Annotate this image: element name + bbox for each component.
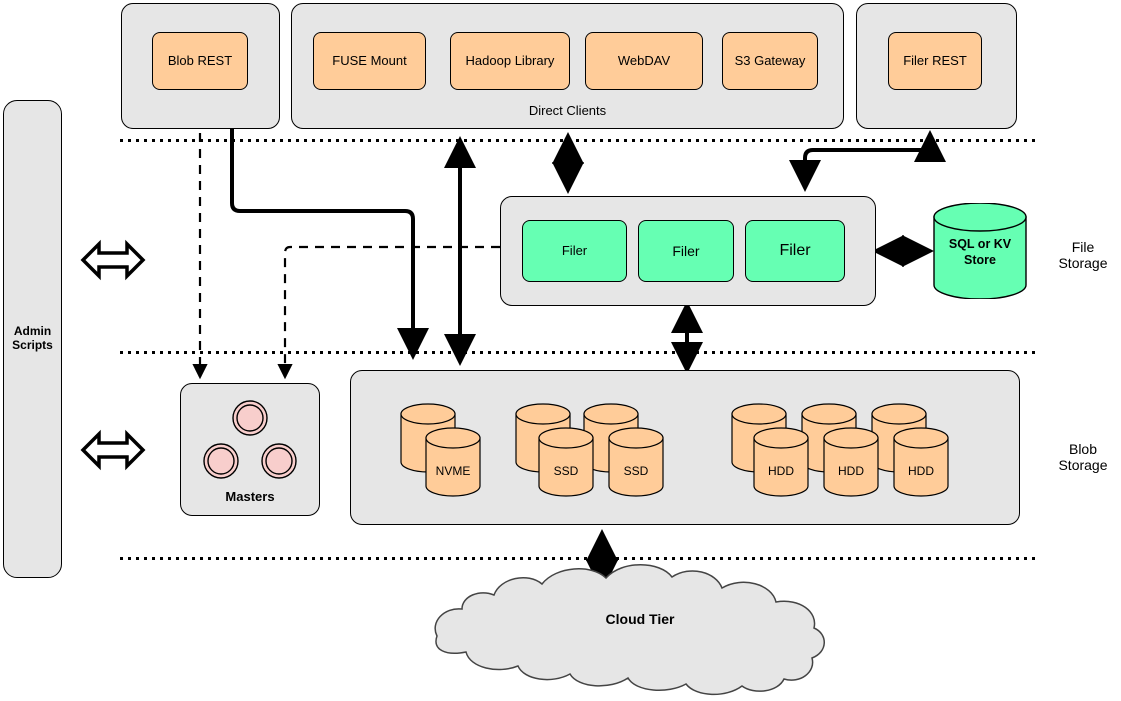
connector-filer-masters bbox=[277, 245, 500, 380]
file-storage-tier-label: File Storage bbox=[1048, 230, 1118, 280]
cloud-tier[interactable]: Cloud Tier bbox=[430, 565, 850, 700]
connector-blobrest-volumes bbox=[230, 128, 429, 360]
client-fuse-mount[interactable]: FUSE Mount bbox=[313, 32, 426, 90]
client-filer-rest[interactable]: Filer REST bbox=[888, 32, 982, 90]
nvme-label: NVME bbox=[435, 464, 471, 478]
client-hadoop-library[interactable]: Hadoop Library bbox=[450, 32, 570, 90]
filer-node-1[interactable]: Filer bbox=[522, 220, 627, 282]
master-node-2 bbox=[203, 443, 239, 479]
admin-scripts-box[interactable]: Admin Scripts bbox=[3, 100, 62, 578]
hdd-cylinder-front-3 bbox=[893, 427, 949, 497]
filer-node-3-label: Filer bbox=[779, 241, 811, 259]
metadata-store-label-line2: Store bbox=[964, 252, 996, 267]
masters-label: Masters bbox=[225, 489, 275, 504]
direct-clients-caption-text: Direct Clients bbox=[528, 102, 607, 118]
filer-node-2-label: Filer bbox=[672, 242, 700, 259]
master-node-3 bbox=[261, 443, 297, 479]
cloud-tier-label: Cloud Tier bbox=[605, 611, 675, 627]
filer-node-3[interactable]: Filer bbox=[745, 220, 845, 282]
blob-storage-tier-label: Blob Storage bbox=[1048, 432, 1118, 482]
ssd-label-1: SSD bbox=[553, 464, 579, 478]
filer-node-1-label: Filer bbox=[561, 242, 588, 258]
hdd-group[interactable]: HDD HDD HDD bbox=[728, 400, 963, 500]
client-blob-rest[interactable]: Blob REST bbox=[152, 32, 248, 90]
ssd-cylinder-front-2 bbox=[608, 427, 664, 497]
hdd-cylinder-front-2 bbox=[823, 427, 879, 497]
admin-scripts-label-line2: Scripts bbox=[12, 338, 53, 352]
filer-node-2[interactable]: Filer bbox=[638, 220, 734, 282]
file-storage-label-line2: Storage bbox=[1058, 255, 1108, 271]
metadata-store-cylinder bbox=[933, 202, 1027, 300]
admin-scripts-label-line1: Admin bbox=[13, 324, 52, 339]
ssd-cylinder-front-1 bbox=[538, 427, 594, 497]
client-webdav[interactable]: WebDAV bbox=[585, 32, 703, 90]
direct-clients-caption: Direct Clients bbox=[291, 102, 844, 120]
client-s3-gateway[interactable]: S3 Gateway bbox=[722, 32, 818, 90]
hdd-label-2: HDD bbox=[838, 464, 864, 478]
file-storage-label-line1: File bbox=[1071, 238, 1095, 255]
admin-blob-storage-arrow bbox=[80, 429, 146, 471]
connector-filerrest-filers bbox=[789, 130, 946, 192]
ssd-label-2: SSD bbox=[623, 464, 649, 478]
client-fuse-mount-label: FUSE Mount bbox=[332, 52, 407, 68]
client-webdav-label: WebDAV bbox=[617, 52, 671, 68]
metadata-store[interactable]: SQL or KV Store bbox=[932, 202, 1028, 300]
nvme-cylinder-front bbox=[425, 427, 481, 497]
nvme-group[interactable]: NVME bbox=[395, 400, 505, 500]
blob-storage-label-line1: Blob bbox=[1068, 440, 1098, 457]
client-hadoop-library-label: Hadoop Library bbox=[465, 52, 555, 68]
masters-nodes: Masters bbox=[180, 383, 320, 516]
admin-file-storage-arrow bbox=[80, 239, 146, 281]
client-s3-gateway-label: S3 Gateway bbox=[734, 52, 806, 68]
hdd-label-3: HDD bbox=[908, 464, 934, 478]
client-filer-rest-label: Filer REST bbox=[903, 52, 967, 68]
hdd-label-1: HDD bbox=[768, 464, 794, 478]
blob-storage-label-line2: Storage bbox=[1058, 457, 1108, 473]
hdd-cylinder-front-1 bbox=[753, 427, 809, 497]
master-node-1 bbox=[232, 400, 268, 436]
ssd-group[interactable]: SSD SSD bbox=[512, 400, 687, 500]
metadata-store-label-line1: SQL or KV bbox=[948, 237, 1012, 251]
client-blob-rest-label: Blob REST bbox=[167, 52, 233, 68]
